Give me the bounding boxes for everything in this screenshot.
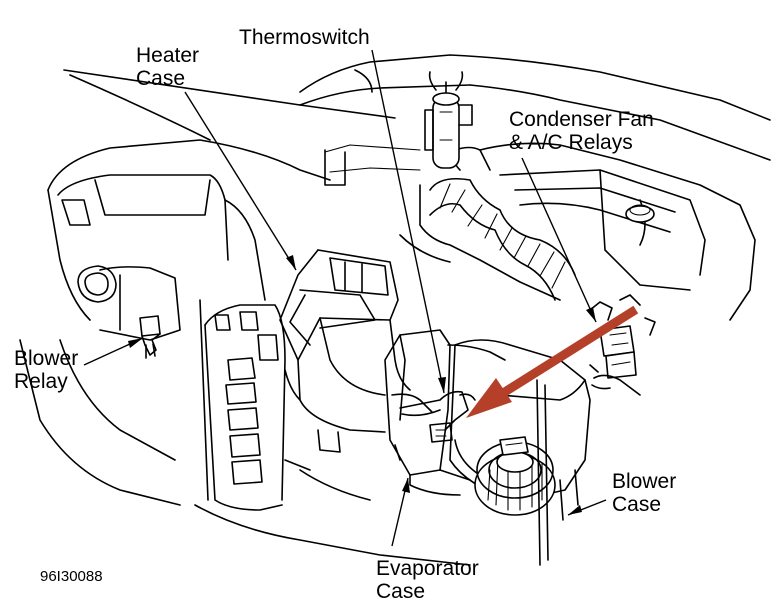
evaporator-case-label-line1: Evaporator: [376, 557, 479, 580]
condenser-relays-label: Condenser Fan & A/C Relays: [509, 108, 654, 154]
evaporator-case-drawing: [384, 329, 506, 496]
ac-relays-drawing: [589, 294, 656, 396]
evaporator-case-label-line2: Case: [376, 580, 426, 603]
blower-relay-label-line1: Blower: [14, 347, 79, 370]
condenser-relays-label-line1: Condenser Fan: [509, 108, 654, 131]
figure-code: 96I30088: [40, 568, 103, 585]
evaporator-case-label: Evaporator Case: [376, 557, 479, 603]
blower-case-label: Blower Case: [612, 470, 676, 516]
dashboard-outline: [19, 139, 471, 566]
thermoswitch-label: Thermoswitch: [239, 26, 370, 49]
highlight-arrow: [466, 305, 639, 418]
blower-case-drawing: [449, 339, 591, 566]
blower-relay-drawing: [139, 315, 161, 359]
heater-case-drawing: [279, 249, 411, 453]
blower-relay-label: Blower Relay: [14, 347, 78, 393]
blower-case-label-line1: Blower: [612, 470, 677, 493]
cowl-outline: [63, 54, 771, 186]
leader-lines: [83, 49, 607, 547]
heater-case-label-line1: Heater: [136, 44, 200, 67]
heater-case-label: Heater Case: [136, 44, 199, 90]
blower-case-label-line2: Case: [612, 493, 662, 516]
heater-case-label-line2: Case: [136, 67, 186, 90]
blower-relay-label-line2: Relay: [14, 370, 68, 393]
engine-outline: [399, 142, 756, 321]
condenser-relays-label-line2: & A/C Relays: [509, 131, 633, 154]
receiver-drier: [424, 71, 473, 169]
